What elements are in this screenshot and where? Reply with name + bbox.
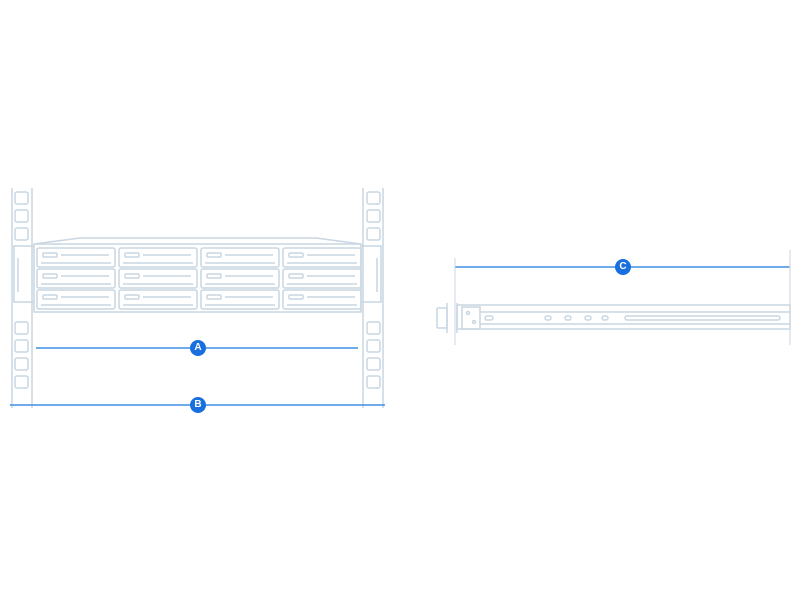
drive-bay-latch: [206, 273, 222, 279]
rail-body: [456, 304, 791, 330]
drive-bay: [36, 268, 116, 289]
drive-bay: [36, 289, 116, 310]
marker-c: C: [615, 259, 631, 275]
drive-bay: [36, 247, 116, 268]
rack-post-right-holes-top: [366, 191, 381, 241]
drive-bay: [118, 268, 198, 289]
drive-bay-latch: [288, 252, 304, 258]
drive-bay-latch: [288, 273, 304, 279]
rail-end-bracket: [436, 307, 448, 329]
drive-bay-latch: [288, 294, 304, 300]
drive-bay-grid: [36, 247, 362, 310]
drive-bay: [282, 268, 362, 289]
drive-bay-latch: [42, 273, 58, 279]
drive-bay: [282, 247, 362, 268]
drive-bay: [200, 247, 280, 268]
drive-bay-latch: [42, 252, 58, 258]
rack-rail-illustration: [436, 303, 791, 333]
drive-bay: [282, 289, 362, 310]
drive-bay-latch: [42, 294, 58, 300]
rack-post-right: [362, 188, 384, 408]
drive-bay-latch: [206, 294, 222, 300]
marker-a: A: [190, 340, 206, 356]
rack-post-right-holes-bottom: [366, 321, 381, 389]
drive-bay: [118, 247, 198, 268]
server-ear-left: [13, 245, 34, 303]
rack-post-left-holes-bottom: [14, 321, 29, 389]
drive-bay-latch: [206, 252, 222, 258]
rack-post-left-holes-top: [14, 191, 29, 241]
rack-server-illustration: [13, 237, 382, 313]
drive-bay: [200, 289, 280, 310]
drive-bay: [118, 289, 198, 310]
drive-bay-latch: [124, 273, 140, 279]
drive-bay-latch: [124, 294, 140, 300]
server-ear-right: [361, 245, 382, 303]
rack-post-left: [11, 188, 33, 408]
drive-bay-latch: [124, 252, 140, 258]
drive-bay: [200, 268, 280, 289]
marker-b: B: [190, 397, 206, 413]
